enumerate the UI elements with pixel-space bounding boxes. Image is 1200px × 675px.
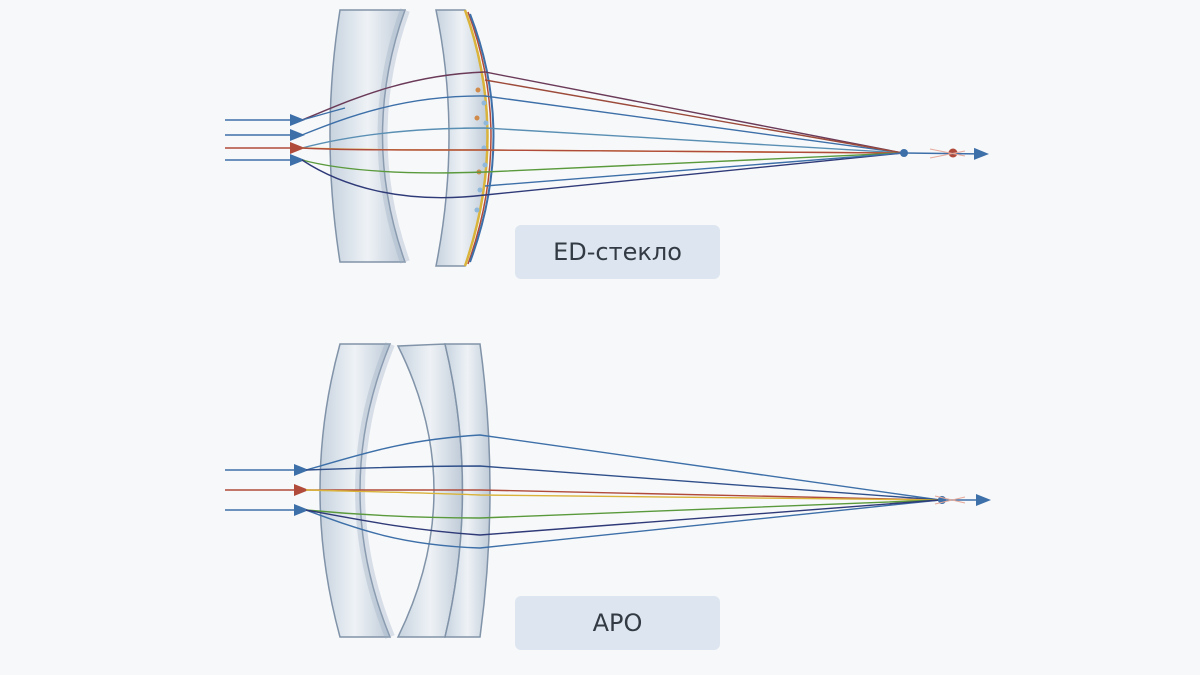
- apo-diagram: [225, 342, 991, 639]
- apo-label: APO: [515, 596, 720, 650]
- meniscus-lens-top: [329, 9, 407, 263]
- ed-glass-diagram: [225, 8, 989, 267]
- ed-glass-label-text: ED-стекло: [553, 238, 682, 266]
- apo-label-text: APO: [592, 609, 643, 637]
- refracted-rays-bottom: [305, 434, 941, 549]
- incoming-rays-top: [225, 114, 305, 166]
- refracted-rays-top: [301, 71, 904, 199]
- focus-point-top: [900, 147, 989, 160]
- incoming-rays-bottom: [225, 464, 309, 516]
- focus-point-bottom: [934, 494, 991, 506]
- dispersion-dots: [474, 87, 489, 213]
- ed-glass-label: ED-стекло: [515, 225, 720, 279]
